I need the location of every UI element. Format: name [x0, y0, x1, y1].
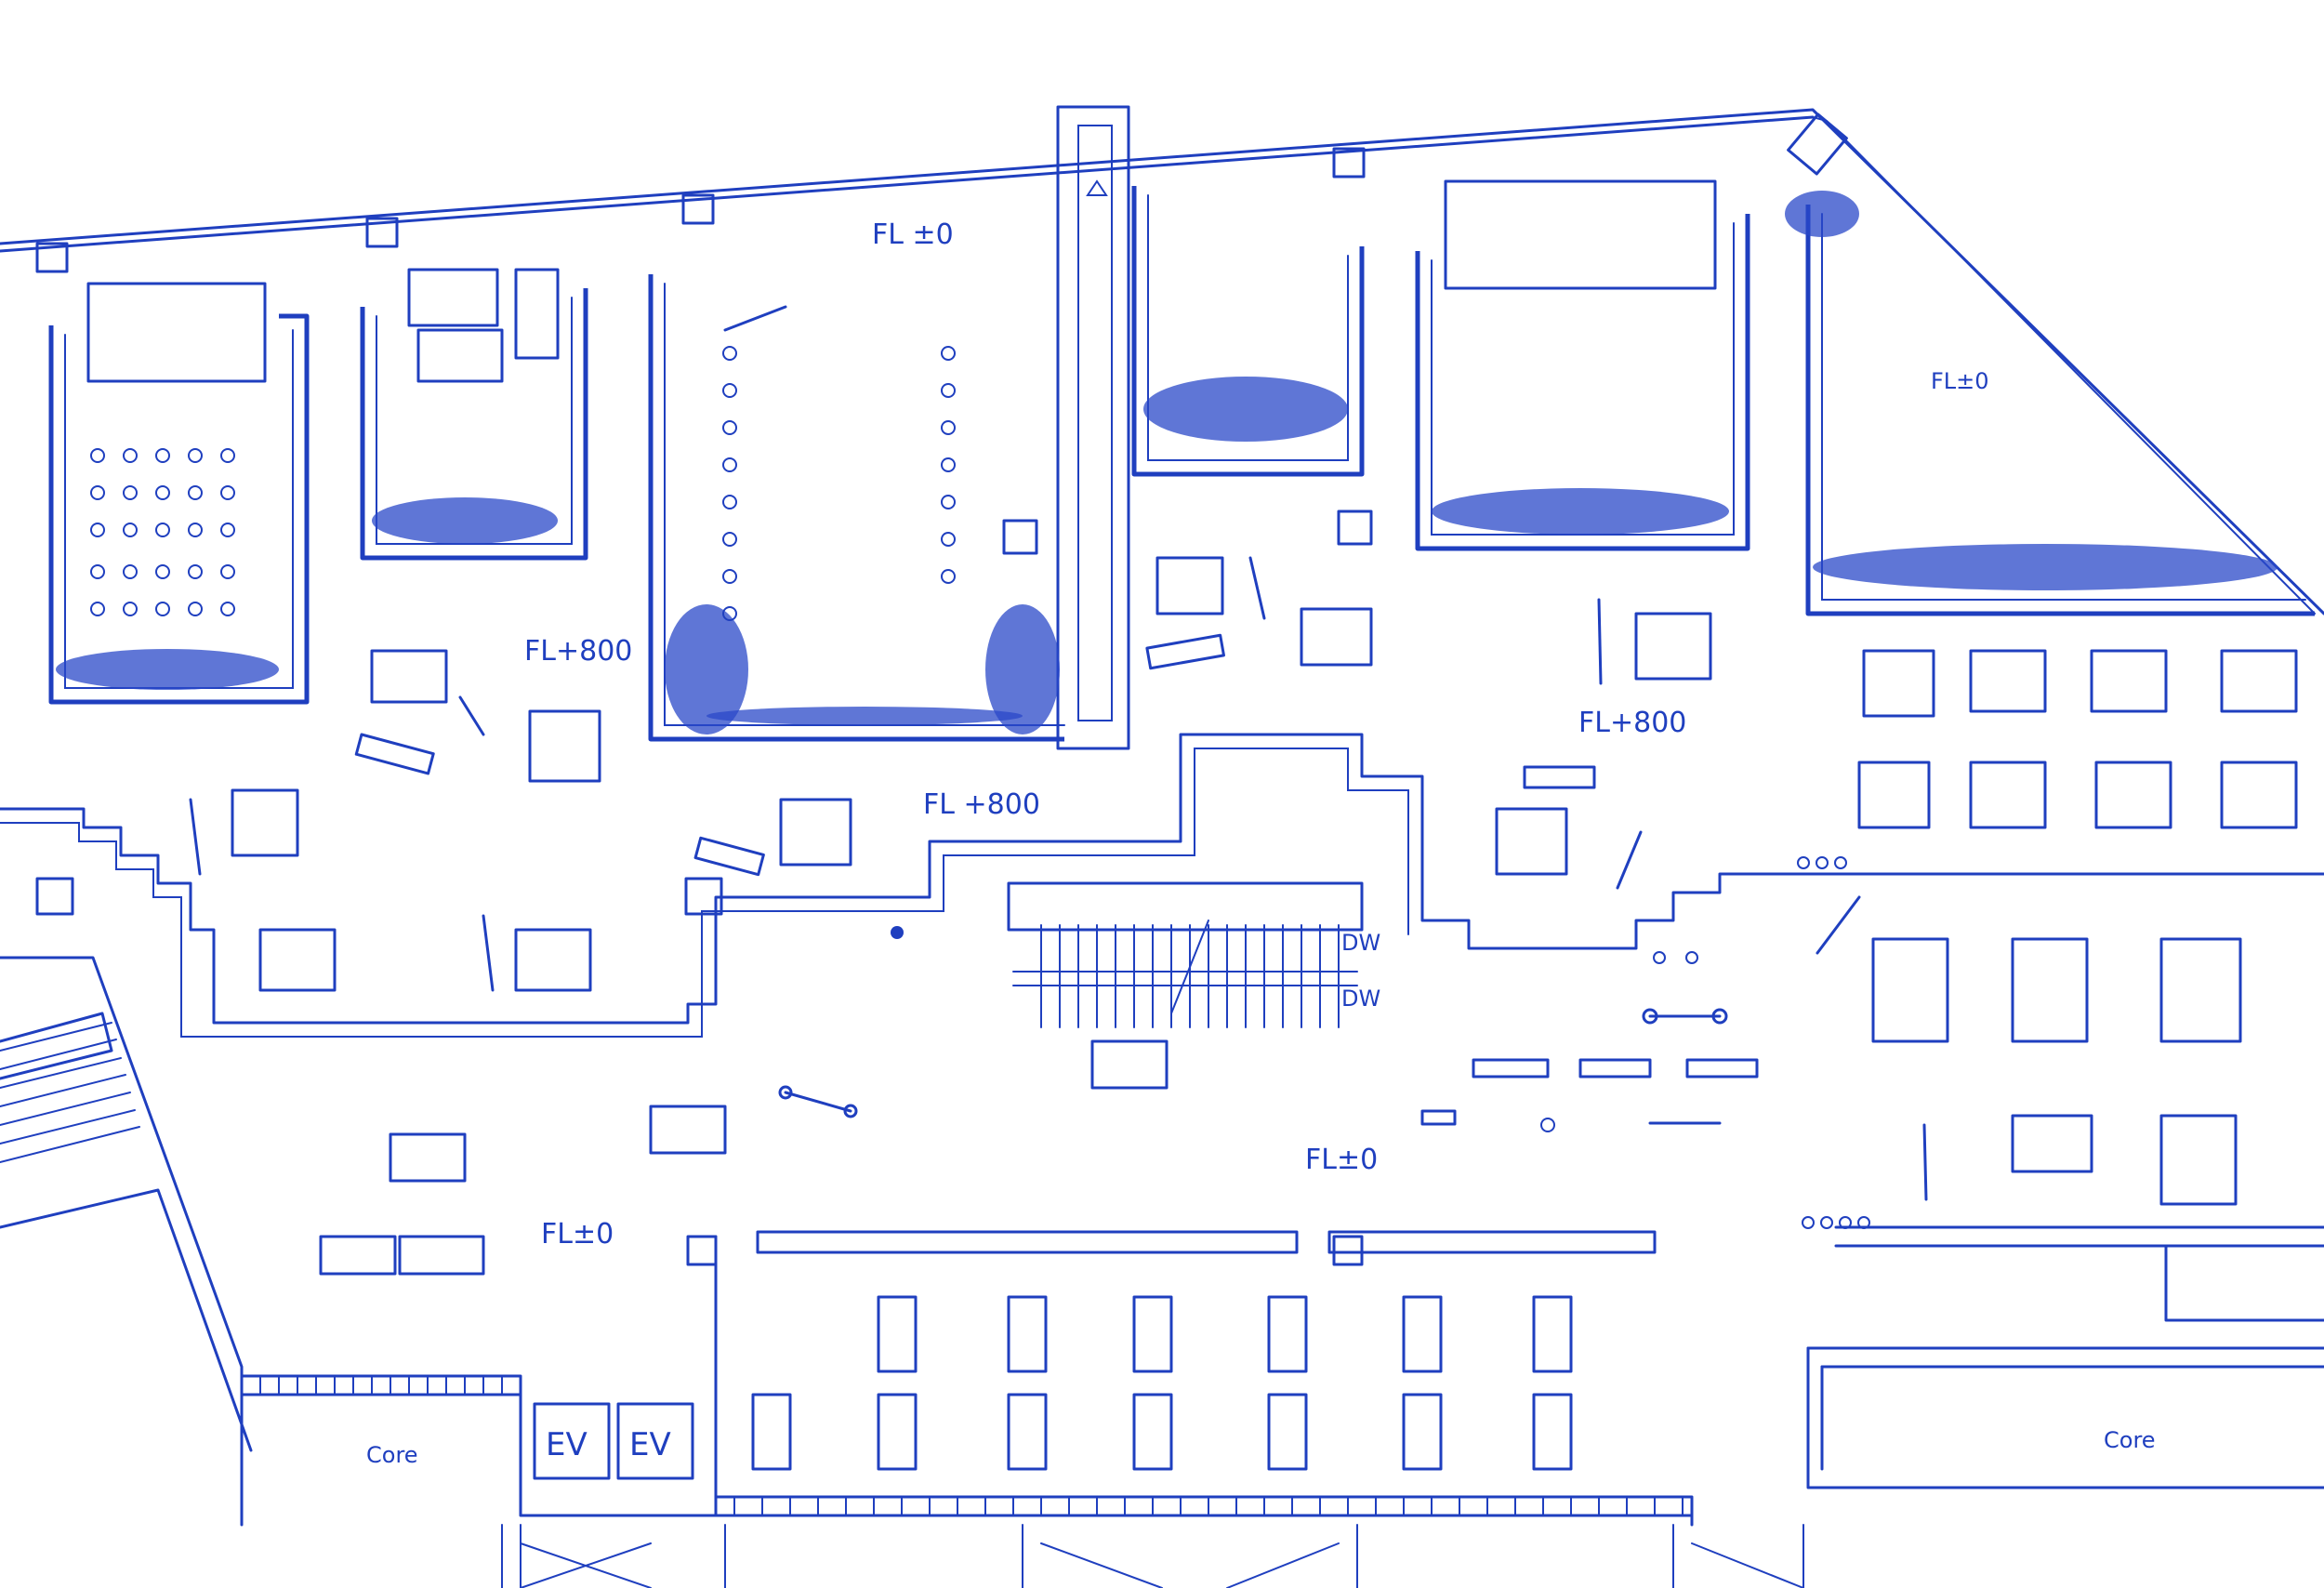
central-stair: [1007, 881, 1364, 1028]
label-core-left: Core: [366, 1442, 418, 1468]
label-core-right: Core: [2104, 1427, 2156, 1453]
bottom-zone: [240, 1225, 2324, 1588]
label-fl-bottom-center: FL±0: [1305, 1144, 1378, 1176]
label-dw-2: DW: [1341, 986, 1380, 1012]
furniture: [35, 179, 2298, 1471]
label-fl-right-800: FL+800: [1578, 707, 1686, 739]
label-dw-1: DW: [1341, 930, 1380, 956]
north-facade: [0, 108, 2324, 615]
planting-stipple: [56, 191, 2278, 734]
label-fl-center-800: FL +800: [923, 788, 1040, 821]
level-step-edges: [0, 733, 2324, 1038]
label-ev-2: EV: [629, 1426, 671, 1463]
label-ev-1: EV: [546, 1426, 588, 1463]
label-fl-top-right: FL±0: [1931, 368, 1989, 394]
label-fl-top-center: FL ±0: [872, 218, 954, 251]
label-fl-left-800: FL+800: [524, 635, 632, 668]
left-stair: [0, 956, 253, 1527]
planted-courts: [48, 186, 2315, 742]
label-fl-bottom-left: FL±0: [541, 1218, 614, 1251]
central-shaft: [1056, 105, 1130, 750]
level-labels: FL ±0 FL±0 FL+800 FL +800 FL+800 FL±0 FL…: [366, 218, 2156, 1468]
